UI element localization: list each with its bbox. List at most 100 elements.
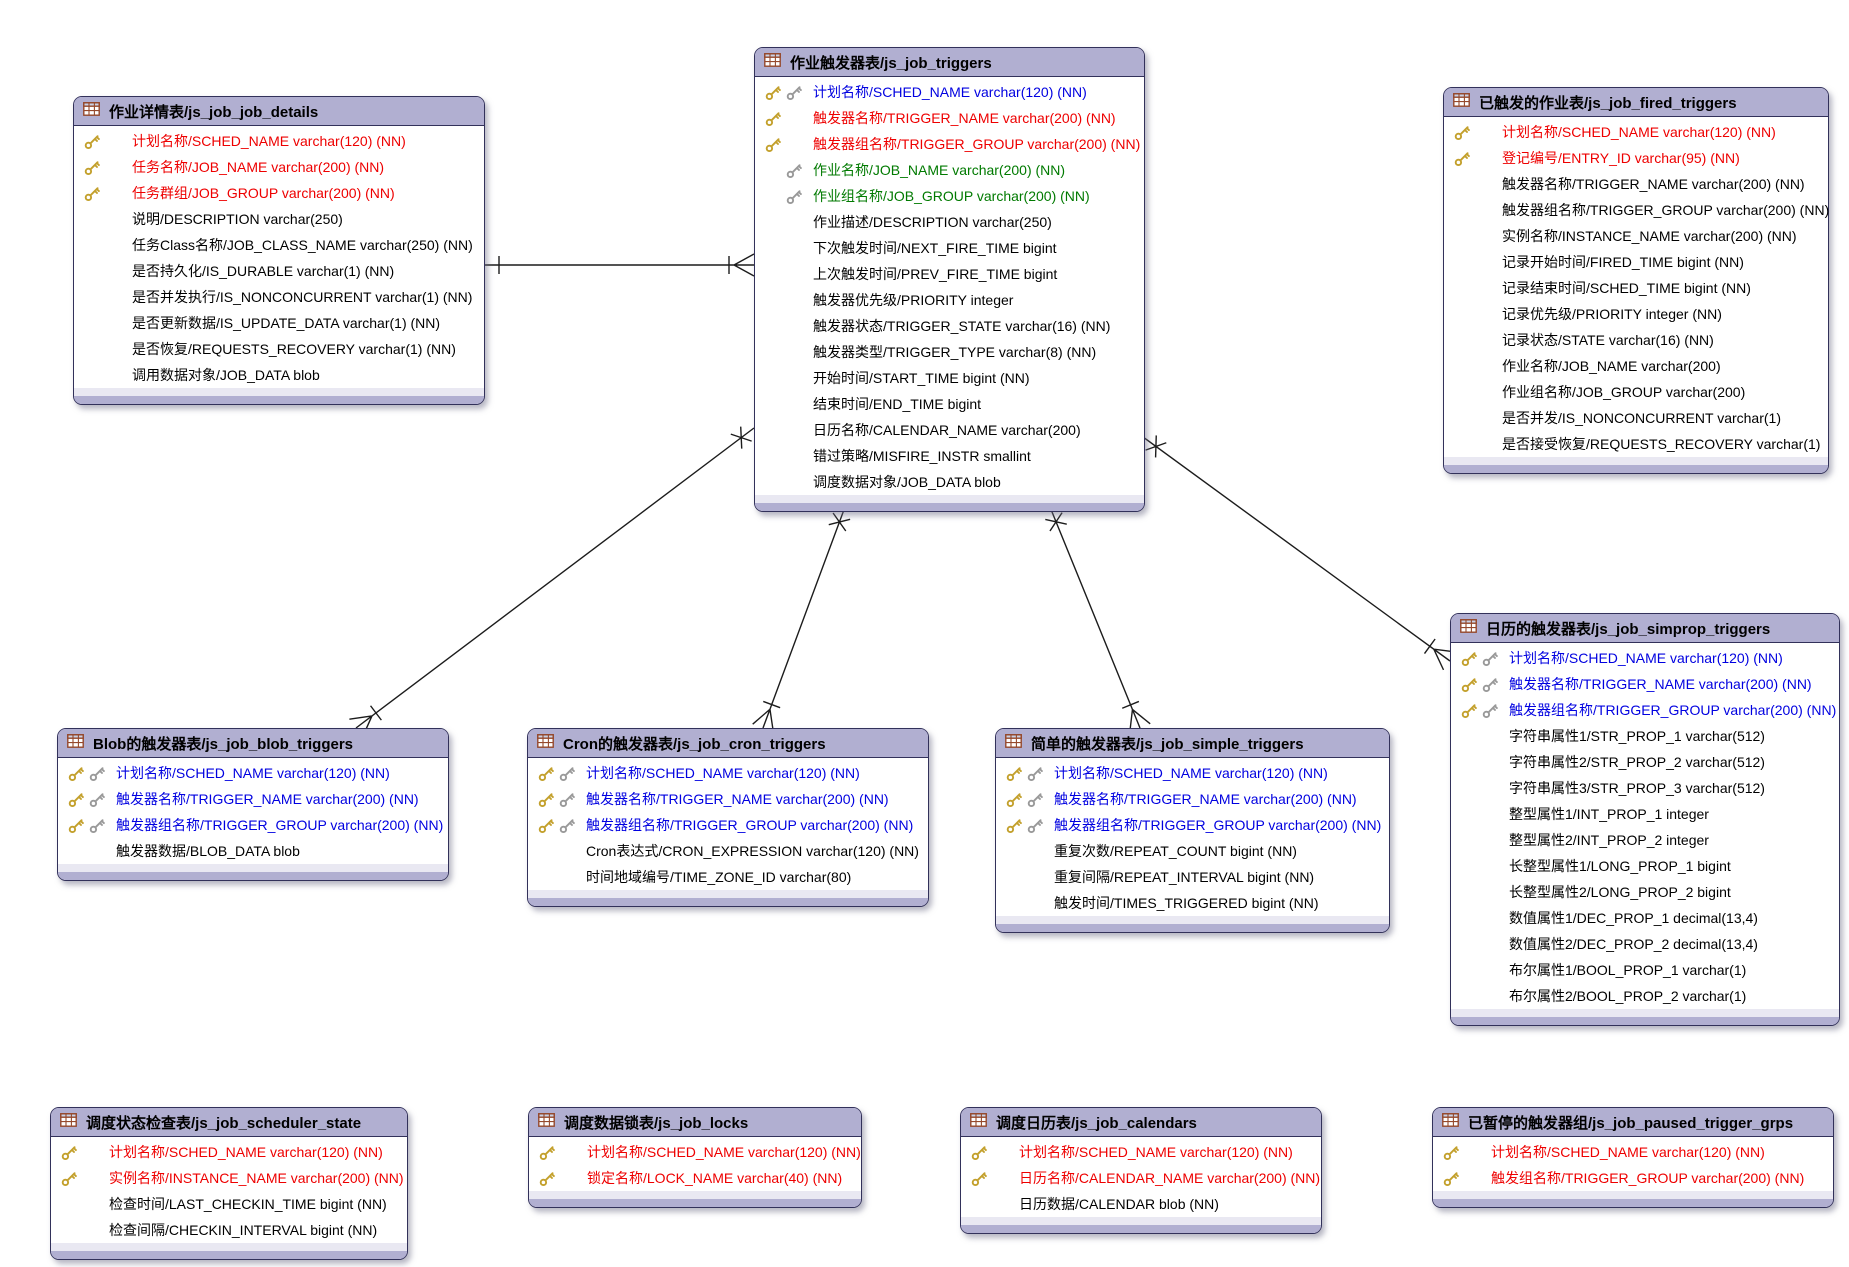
field-row[interactable]: 触发时间/TIMES_TRIGGERED bigint (NN) [996,890,1389,916]
field-row[interactable]: 计划名称/SCHED_NAME varchar(120) (NN) [529,1139,861,1165]
field-row[interactable]: 布尔属性2/BOOL_PROP_2 varchar(1) [1451,983,1839,1009]
field-row[interactable]: 计划名称/SCHED_NAME varchar(120) (NN) [528,760,928,786]
field-row[interactable]: 计划名称/SCHED_NAME varchar(120) (NN) [1433,1139,1833,1165]
field-row[interactable]: 检查间隔/CHECKIN_INTERVAL bigint (NN) [51,1217,407,1243]
field-row[interactable]: 触发器名称/TRIGGER_NAME varchar(200) (NN) [996,786,1389,812]
table-header[interactable]: 作业详情表/js_job_job_details [74,97,484,126]
field-row[interactable]: 是否并发/IS_NONCONCURRENT varchar(1) [1444,405,1828,431]
field-row[interactable]: 是否更新数据/IS_UPDATE_DATA varchar(1) (NN) [74,310,484,336]
field-row[interactable]: 触发器组名称/TRIGGER_GROUP varchar(200) (NN) [1444,197,1829,223]
field-row[interactable]: 错过策略/MISFIRE_INSTR smallint [755,443,1144,469]
field-row[interactable]: 检查时间/LAST_CHECKIN_TIME bigint (NN) [51,1191,407,1217]
field-row[interactable]: 触发器组名称/TRIGGER_GROUP varchar(200) (NN) [1451,697,1839,723]
field-row[interactable]: 整型属性1/INT_PROP_1 integer [1451,801,1839,827]
field-row[interactable]: 触发器类型/TRIGGER_TYPE varchar(8) (NN) [755,339,1144,365]
field-row[interactable]: Cron表达式/CRON_EXPRESSION varchar(120) (NN… [528,838,928,864]
field-row[interactable]: 日历名称/CALENDAR_NAME varchar(200) (NN) [961,1165,1321,1191]
field-row[interactable]: 字符串属性2/STR_PROP_2 varchar(512) [1451,749,1839,775]
table-header[interactable]: 调度状态检查表/js_job_scheduler_state [51,1108,407,1137]
field-row[interactable]: 触发器状态/TRIGGER_STATE varchar(16) (NN) [755,313,1144,339]
field-row[interactable]: 触发组名称/TRIGGER_GROUP varchar(200) (NN) [1433,1165,1833,1191]
field-row[interactable]: 计划名称/SCHED_NAME varchar(120) (NN) [51,1139,407,1165]
field-row[interactable]: 作业组名称/JOB_GROUP varchar(200) (NN) [755,183,1144,209]
field-row[interactable]: 整型属性2/INT_PROP_2 integer [1451,827,1839,853]
field-row[interactable]: 计划名称/SCHED_NAME varchar(120) (NN) [1451,645,1839,671]
field-row[interactable]: 作业描述/DESCRIPTION varchar(250) [755,209,1144,235]
field-row[interactable]: 调度数据对象/JOB_DATA blob [755,469,1144,495]
field-row[interactable]: 计划名称/SCHED_NAME varchar(120) (NN) [58,760,448,786]
field-row[interactable]: 触发器组名称/TRIGGER_GROUP varchar(200) (NN) [996,812,1389,838]
field-row[interactable]: 触发器名称/TRIGGER_NAME varchar(200) (NN) [755,105,1144,131]
field-row[interactable]: 字符串属性1/STR_PROP_1 varchar(512) [1451,723,1839,749]
field-row[interactable]: 是否恢复/REQUESTS_RECOVERY varchar(1) (NN) [74,336,484,362]
field-row[interactable]: 结束时间/END_TIME bigint [755,391,1144,417]
field-row[interactable]: 实例名称/INSTANCE_NAME varchar(200) (NN) [1444,223,1828,249]
field-row[interactable]: 触发器组名称/TRIGGER_GROUP varchar(200) (NN) [755,131,1144,157]
relation-js_job_triggers-js_job_cron_triggers[interactable] [752,506,851,732]
field-row[interactable]: 重复间隔/REPEAT_INTERVAL bigint (NN) [996,864,1389,890]
relation-js_job_job_details-js_job_triggers[interactable] [483,253,755,277]
field-row[interactable]: 触发器名称/TRIGGER_NAME varchar(200) (NN) [528,786,928,812]
field-row[interactable]: 作业组名称/JOB_GROUP varchar(200) [1444,379,1828,405]
field-row[interactable]: 任务名称/JOB_NAME varchar(200) (NN) [74,154,484,180]
relation-js_job_triggers-js_job_simple_triggers[interactable] [1045,506,1151,733]
field-row[interactable]: 下次触发时间/NEXT_FIRE_TIME bigint [755,235,1144,261]
field-row[interactable]: 数值属性1/DEC_PROP_1 decimal(13,4) [1451,905,1839,931]
field-row[interactable]: 日历数据/CALENDAR blob (NN) [961,1191,1321,1217]
field-row[interactable]: 触发器组名称/TRIGGER_GROUP varchar(200) (NN) [528,812,928,838]
relation-js_job_triggers-js_job_blob_triggers[interactable] [349,426,755,738]
field-row[interactable]: 长整型属性2/LONG_PROP_2 bigint [1451,879,1839,905]
field-row[interactable]: 锁定名称/LOCK_NAME varchar(40) (NN) [529,1165,861,1191]
table-header[interactable]: 日历的触发器表/js_job_simprop_triggers [1451,614,1839,643]
field-row[interactable]: 计划名称/SCHED_NAME varchar(120) (NN) [961,1139,1321,1165]
table-header[interactable]: 调度数据锁表/js_job_locks [529,1108,861,1137]
relation-js_job_triggers-js_job_simprop_triggers[interactable] [1142,435,1457,671]
field-row[interactable]: 触发器名称/TRIGGER_NAME varchar(200) (NN) [1444,171,1828,197]
field-row[interactable]: 重复次数/REPEAT_COUNT bigint (NN) [996,838,1389,864]
field-row[interactable]: 布尔属性1/BOOL_PROP_1 varchar(1) [1451,957,1839,983]
field-row[interactable]: 实例名称/INSTANCE_NAME varchar(200) (NN) [51,1165,407,1191]
field-row[interactable]: 触发器组名称/TRIGGER_GROUP varchar(200) (NN) [58,812,448,838]
field-row[interactable]: 触发器名称/TRIGGER_NAME varchar(200) (NN) [1451,671,1839,697]
field-row[interactable]: 数值属性2/DEC_PROP_2 decimal(13,4) [1451,931,1839,957]
table-header[interactable]: Blob的触发器表/js_job_blob_triggers [58,729,448,758]
table-header[interactable]: 简单的触发器表/js_job_simple_triggers [996,729,1389,758]
field-row[interactable]: 触发器数据/BLOB_DATA blob [58,838,448,864]
field-row[interactable]: 记录优先级/PRIORITY integer (NN) [1444,301,1828,327]
field-row[interactable]: 记录开始时间/FIRED_TIME bigint (NN) [1444,249,1828,275]
field-row[interactable]: 长整型属性1/LONG_PROP_1 bigint [1451,853,1839,879]
table-header[interactable]: 调度日历表/js_job_calendars [961,1108,1321,1137]
field-row[interactable]: 作业名称/JOB_NAME varchar(200) [1444,353,1828,379]
field-row[interactable]: 调用数据对象/JOB_DATA blob [74,362,484,388]
field-row[interactable]: 是否并发执行/IS_NONCONCURRENT varchar(1) (NN) [74,284,484,310]
field-row[interactable]: 任务群组/JOB_GROUP varchar(200) (NN) [74,180,484,206]
field-row[interactable]: 计划名称/SCHED_NAME varchar(120) (NN) [996,760,1389,786]
field-row[interactable]: 触发器名称/TRIGGER_NAME varchar(200) (NN) [58,786,448,812]
table-header[interactable]: 已触发的作业表/js_job_fired_triggers [1444,88,1828,117]
field-row[interactable]: 是否持久化/IS_DURABLE varchar(1) (NN) [74,258,484,284]
field-row[interactable]: 说明/DESCRIPTION varchar(250) [74,206,484,232]
field-row[interactable]: 作业名称/JOB_NAME varchar(200) (NN) [755,157,1144,183]
table-header[interactable]: 已暂停的触发器组/js_job_paused_trigger_grps [1433,1108,1833,1137]
field-row[interactable]: 触发器优先级/PRIORITY integer [755,287,1144,313]
field-row[interactable]: 记录结束时间/SCHED_TIME bigint (NN) [1444,275,1828,301]
field-row[interactable]: 计划名称/SCHED_NAME varchar(120) (NN) [1444,119,1828,145]
field-row[interactable]: 上次触发时间/PREV_FIRE_TIME bigint [755,261,1144,287]
field-row[interactable]: 计划名称/SCHED_NAME varchar(120) (NN) [74,128,484,154]
field-row[interactable]: 计划名称/SCHED_NAME varchar(120) (NN) [755,79,1144,105]
field-row[interactable]: 开始时间/START_TIME bigint (NN) [755,365,1144,391]
field-row[interactable]: 时间地域编号/TIME_ZONE_ID varchar(80) [528,864,928,890]
field-row[interactable]: 是否接受恢复/REQUESTS_RECOVERY varchar(1) [1444,431,1828,457]
table-header[interactable]: Cron的触发器表/js_job_cron_triggers [528,729,928,758]
field-row[interactable]: 字符串属性3/STR_PROP_3 varchar(512) [1451,775,1839,801]
